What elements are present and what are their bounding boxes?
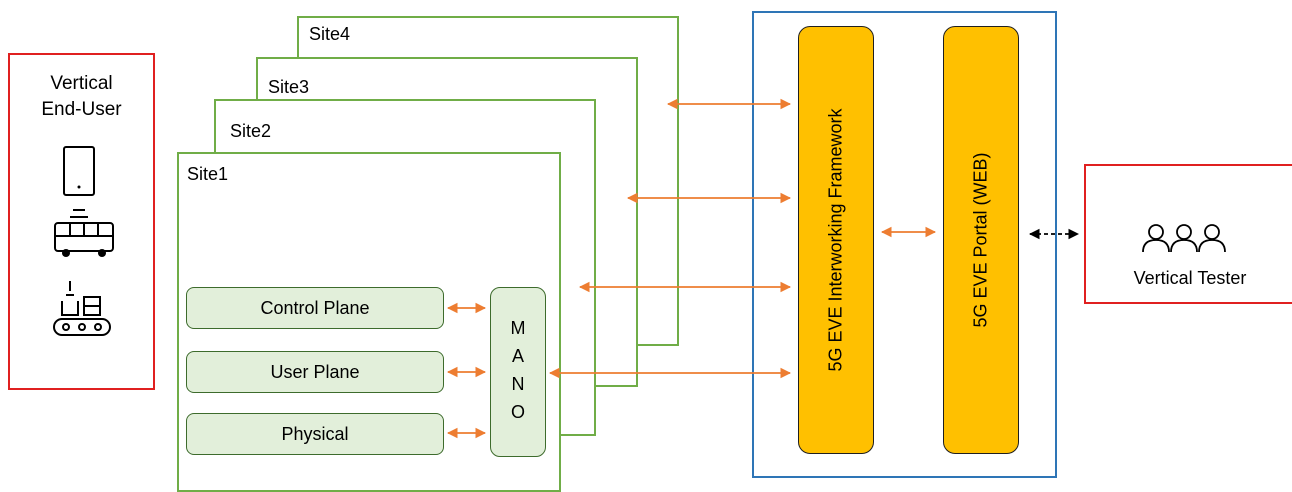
physical-label: Physical (281, 423, 349, 444)
interworking-framework-bar: 5G EVE Interworking Framework (798, 26, 874, 454)
connector-arrows (446, 98, 1080, 439)
physical-box: Physical (186, 413, 444, 455)
control-plane-box: Control Plane (186, 287, 444, 329)
site3-label: Site3 (268, 77, 310, 97)
vertical-end-user-box: Vertical End-User (8, 53, 155, 390)
control-plane-label: Control Plane (260, 297, 370, 318)
mano-box: M A N O (490, 287, 546, 457)
bus-icon (54, 209, 114, 257)
site-to-framework-arrows (548, 98, 792, 379)
vertical-tester-label: Vertical Tester (1133, 268, 1247, 288)
user-plane-label: User Plane (270, 361, 360, 382)
mano-letter-o: O (510, 402, 525, 422)
site2-label: Site2 (230, 121, 272, 141)
people-group-icon (1142, 224, 1226, 253)
factory-conveyor-icon (53, 281, 111, 336)
plane-to-mano-arrows (446, 302, 487, 439)
portal-bar: 5G EVE Portal (WEB) (943, 26, 1019, 454)
mano-letter-a: A (511, 346, 524, 366)
mano-letter-n: N (511, 374, 525, 394)
end-user-title-line1: Vertical (50, 73, 113, 94)
mano-letter-m: M (510, 318, 526, 338)
vertical-tester-box: Vertical Tester (1084, 164, 1292, 304)
user-plane-box: User Plane (186, 351, 444, 393)
tablet-icon (63, 146, 95, 196)
end-user-title-line2: End-User (41, 99, 122, 120)
site1-label: Site1 (187, 164, 229, 184)
site4-label: Site4 (309, 24, 351, 44)
end-user-title: Vertical End-User (10, 71, 153, 123)
